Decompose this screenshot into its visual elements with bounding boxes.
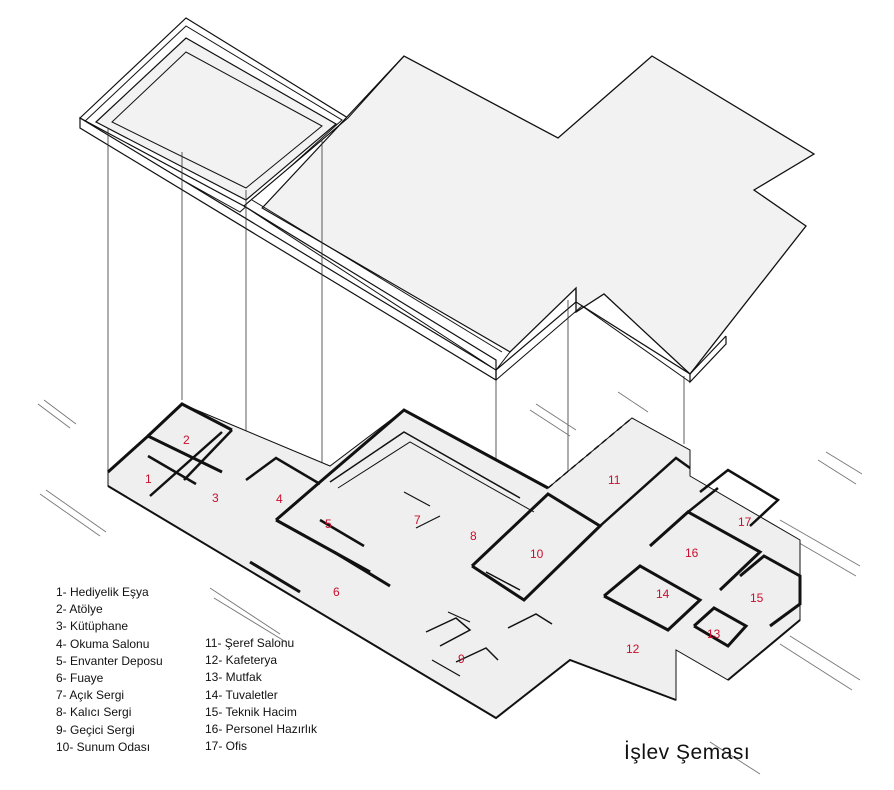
room-number-1: 1	[145, 472, 152, 486]
room-number-12: 12	[626, 642, 640, 656]
room-number-17: 17	[738, 515, 752, 529]
legend-item: 14- Tuvaletler	[205, 687, 278, 702]
legend-item: 16- Personel Hazırlık	[205, 722, 318, 737]
room-number-13: 13	[707, 627, 721, 641]
roof-layer	[78, 17, 816, 384]
room-number-10: 10	[530, 547, 544, 561]
legend-right: 11- Şeref Salonu 12- Kafeterya 13- Mutfa…	[205, 635, 317, 755]
legend-item: 1- Hediyelik Eşya	[56, 585, 149, 599]
legend-item: 6- Fuaye	[56, 671, 104, 686]
legend-item: 8- Kalıcı Sergi	[56, 705, 132, 720]
room-number-4: 4	[276, 492, 283, 506]
legend-item: 9- Geçici Sergi	[56, 722, 135, 737]
room-number-5: 5	[325, 517, 332, 531]
room-number-9: 9	[458, 652, 465, 666]
legend-item: 10- Sunum Odası	[56, 739, 151, 754]
legend-item: 12- Kafeterya	[205, 653, 278, 668]
legend-item: 7- Açık Sergi	[56, 688, 125, 703]
legend-item: 11- Şeref Salonu	[205, 636, 295, 650]
room-number-8: 8	[470, 529, 477, 543]
diagram-title: İşlev Şeması	[624, 741, 751, 764]
room-number-6: 6	[333, 585, 340, 599]
room-numbers: 1 2 3 4 5 6 7 8 9 10 11 12 13 14 15 16 1…	[145, 433, 764, 666]
room-number-15: 15	[750, 591, 764, 605]
legend-item: 15- Teknik Hacim	[205, 704, 297, 719]
room-number-3: 3	[212, 491, 219, 505]
room-number-11: 11	[608, 473, 621, 487]
room-number-14: 14	[656, 587, 670, 601]
legend-item: 5- Envanter Deposu	[56, 653, 163, 668]
room-number-2: 2	[183, 433, 190, 447]
room-number-16: 16	[685, 546, 699, 560]
room-number-7: 7	[414, 513, 421, 527]
legend-item: 17- Ofis	[205, 739, 248, 754]
floor-plan	[106, 402, 802, 720]
legend-left: 1- Hediyelik Eşya 2- Atölye 3- Kütüphane…	[56, 584, 163, 756]
legend-item: 2- Atölye	[56, 602, 103, 617]
legend-item: 4- Okuma Salonu	[56, 636, 150, 651]
legend-item: 3- Kütüphane	[56, 619, 129, 634]
legend-item: 13- Mutfak	[205, 670, 262, 685]
